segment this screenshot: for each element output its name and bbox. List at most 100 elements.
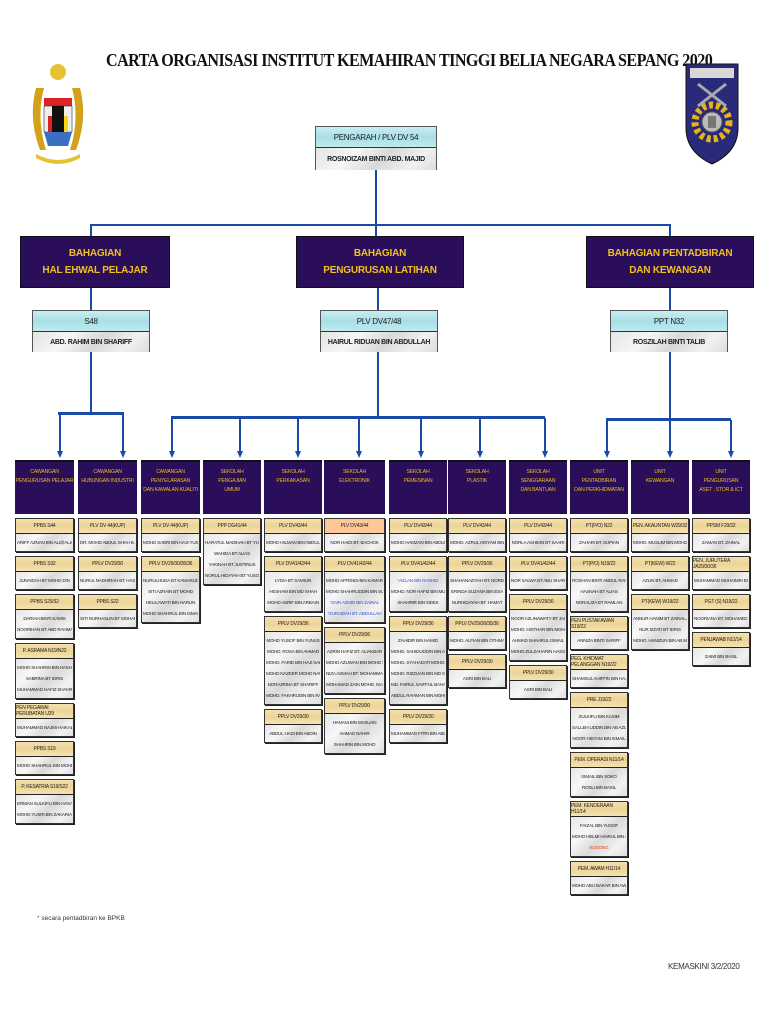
arrow-down-icon — [356, 451, 362, 458]
staff-name-admin-bpkb: *ZURAIDAH BT. ABDULLAH — [327, 611, 382, 616]
position-grade: PT(P/O) N22 — [571, 519, 627, 534]
staff-list: MUHAMMAD MUHAIMIN BIN NAPIAH — [693, 572, 749, 589]
staff-name: MOHD NAZEER MOHD NAWAL ANWAR — [266, 671, 320, 676]
connector — [171, 416, 545, 419]
position-grade: PPLV DV29/36 — [449, 557, 505, 572]
connector — [606, 420, 608, 452]
position-grade: PLV DV43/44 — [510, 519, 566, 534]
staff-name: NORUL HIDAYAH BT YUSOFF — [205, 573, 259, 578]
staff-list: MOHD SABRI BIN HAJI YUSOFF — [142, 534, 199, 551]
unit-title-line: PENGAJIAN — [218, 478, 246, 484]
staff-list: MOHD. ALFIAN BIN OTHMAN — [449, 632, 505, 649]
position-grade: PPBS S29/32 — [16, 595, 73, 610]
staff-name: SHAMSUL AHIFFIN BIN HAJI OSMAN — [572, 676, 626, 681]
chart-title: CARTA ORGANISASI INSTITUT KEMAHIRAN TING… — [106, 50, 713, 70]
connector — [90, 288, 92, 310]
position-grade: PLV DV41/42/44 — [390, 557, 446, 572]
connector — [377, 352, 379, 418]
arrow-down-icon — [120, 451, 126, 458]
staff-name: MUHAMMAD HAFIZ SHAHRI BIN JUSOH — [17, 687, 72, 692]
position-grade: PLV DV41/42/44 — [510, 557, 566, 572]
position-grade: PLV DV43/44 — [449, 519, 505, 534]
unit-title-line: PEMESINAN — [403, 478, 433, 484]
staff-name: NURUL NADHIRAH BT. HASSAN — [80, 578, 135, 583]
unit-title-line: SEKOLAH — [526, 469, 550, 475]
division-head-grade: PLV DV47/48 — [321, 311, 437, 332]
staff-name: ARIFF AZNAN BIN ALI@ALIAS — [17, 540, 72, 545]
position-grade: PRE J19/22 — [571, 693, 627, 708]
staff-name-admin-bpkb: *ZAIN AZMIN BIN ZAINAL — [329, 600, 380, 605]
position-grade: PLV DV43/44 — [325, 519, 384, 534]
unit-header: SEKOLAH PEMESINAN — [389, 460, 447, 514]
position-grade: PT(P/O) N19/22 — [571, 557, 627, 572]
position-grade: PEG. KHIDMAT PELANGGAN N19/22 — [571, 655, 627, 670]
unit-title-line: PENGURUSAN PELAJAR — [15, 478, 74, 484]
unit-title-line: UNIT — [654, 469, 666, 475]
unit-title-line: SEKOLAH — [406, 469, 430, 475]
staff-name: MOHD. HISTHAR BIN MOHD. AMIN — [511, 627, 565, 632]
arrow-down-icon — [728, 451, 734, 458]
staff-name: MOHD HAMZAN BIN ABDULLAH HAZAM — [391, 540, 445, 545]
staff-name: AHMAD NAHIR — [339, 731, 370, 736]
staff-name: ROSHAN BINTI ABDUL RAHMAN — [572, 578, 626, 583]
division-title: BAHAGIAN — [68, 248, 122, 259]
arrow-down-icon — [169, 451, 175, 458]
division-head-box: S48 ABD. RAHIM BIN SHARIFF — [32, 310, 150, 352]
staff-list: MOHD SHAHRUL BIN MOHD NOR — [16, 757, 73, 774]
staff-list: MUHAMMAD FITRI BIN ABD LATIF — [390, 725, 446, 742]
position-grade: PT(KEW) W22 — [632, 557, 688, 572]
connector — [358, 418, 360, 452]
staff-name: NOORIHAN BT ABD RAHMAN — [17, 627, 72, 632]
arrow-down-icon — [295, 451, 301, 458]
connector — [606, 418, 731, 421]
unit-title-line: UMUM — [224, 487, 240, 493]
division-hal-ehwal-pelajar: BAHAGIAN HAL EHWAL PELAJAR — [20, 236, 170, 288]
division-title: BAHAGIAN PENTADBIRAN — [607, 248, 733, 259]
staff-name: HARATUL MADIHAH BT YUSOF — [205, 540, 259, 545]
position-grade: PPBS S22 — [79, 595, 136, 610]
arrow-down-icon — [604, 451, 610, 458]
unit-title-line: DAN PERKHIDMATAN — [574, 487, 624, 493]
position-grade: PT(KEW) W19/22 — [632, 595, 688, 610]
position-grade: PPLV DV29/36 — [265, 617, 321, 632]
staff-name: YAKINAH BT JUSTINUS — [208, 562, 256, 567]
staff-name: MOHD SHAHRUL BIN MOHD NOR — [17, 763, 72, 768]
staff-name: NURULHUDA BT KAMARUDDIN — [143, 578, 198, 583]
arrow-down-icon — [237, 451, 243, 458]
unit-title-line: CAWANGAN — [30, 469, 59, 475]
position-grade: PPSM F29/32 — [693, 519, 749, 534]
staff-name: MOHAMAD ZAIN MOHD. ISA — [326, 682, 383, 687]
staff-name: NORLA ASHIKIN BT SAARI — [511, 540, 565, 545]
position-grade: PPBS S44 — [16, 519, 73, 534]
staff-name: AHMAD SHAHRUL ISMAIL — [512, 638, 564, 643]
staff-name: SHAHRIN BIN MOHD — [333, 742, 376, 747]
unit-title-line: SEKOLAH — [465, 469, 489, 475]
unit-title-line: DAN KAWALAN KUALITI — [143, 487, 198, 493]
connector — [669, 420, 671, 452]
staff-name: NOR SALWA BT ABU SHARI — [511, 578, 565, 583]
connector — [90, 224, 671, 226]
staff-name: ZAMAN BT. ZAINAL — [701, 540, 741, 545]
footnote: * secara pentadbiran ke BPKB — [37, 915, 125, 922]
staff-list: NOOR AZLINAWATY BT JASMINMOHD. HISTHAR B… — [510, 610, 566, 660]
staff-name: MOHD ABU BAKAR BIN AWANG MUDAM — [572, 883, 626, 888]
staff-name: MOHD HILMAN BIN ABDULLAH — [266, 540, 320, 545]
unit-title-line: SEKOLAH — [220, 469, 244, 475]
